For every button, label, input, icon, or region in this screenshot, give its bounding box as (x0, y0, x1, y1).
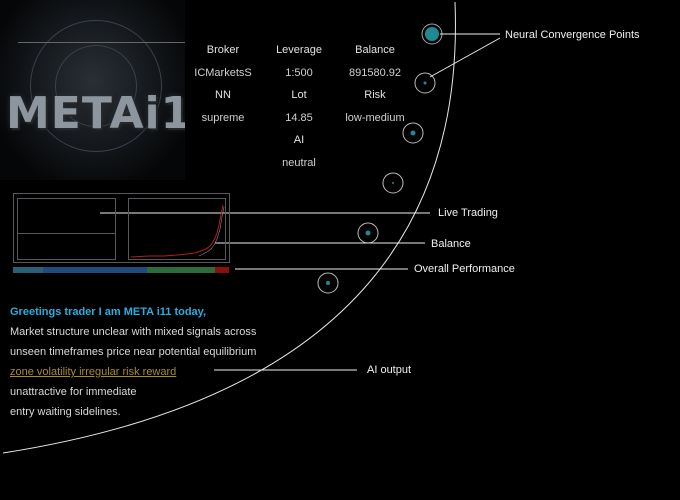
performance-segment-teal (13, 267, 43, 273)
performance-segment-blue (43, 267, 147, 273)
neural-point-4[interactable] (382, 172, 404, 194)
nn-value: supreme (201, 112, 245, 124)
lot-value: 14.85 (285, 112, 313, 124)
broker-value: ICMarketsS (194, 67, 252, 79)
neural-point-1[interactable] (421, 23, 443, 45)
neural-leader-line-b (429, 37, 501, 78)
neural-point-2[interactable] (414, 72, 436, 94)
live-trading-chart (17, 198, 116, 260)
lot-field: Lot 14.85 (259, 89, 339, 124)
balance-value: 891580.92 (349, 67, 401, 79)
nn-label: NN (215, 89, 231, 101)
broker-label: Broker (206, 44, 240, 56)
logo-ring (30, 20, 162, 152)
overall-performance-label: Overall Performance (414, 263, 515, 275)
neural-convergence-label: Neural Convergence Points (505, 29, 640, 41)
live-trading-label: Live Trading (438, 207, 498, 219)
risk-value: low-medium (345, 112, 405, 124)
nn-field: NN supreme (183, 89, 263, 124)
balance-label: Balance (355, 44, 395, 56)
leverage-field: Leverage 1:500 (259, 44, 339, 79)
lot-label: Lot (291, 89, 307, 101)
ai-greeting: Greetings trader I am META i11 today, (10, 306, 207, 318)
live-trading-baseline (18, 233, 115, 234)
ai-label: AI (293, 134, 305, 146)
ai-value: neutral (282, 157, 316, 169)
ai-output-line-2: unseen timeframes price near potential e… (10, 346, 257, 358)
broker-field: Broker ICMarketsS (183, 44, 263, 79)
overall-performance-bar (13, 267, 229, 273)
balance-chart-label: Balance (431, 238, 471, 250)
neural-point-6[interactable] (317, 272, 339, 294)
convergence-arc (2, 1, 456, 454)
logo-ring-inner (55, 45, 137, 127)
ai-output-line-4: entry waiting sidelines. (10, 406, 121, 418)
ai-output-line-1: Market structure unclear with mixed sign… (10, 326, 257, 338)
neural-point-3[interactable] (402, 122, 424, 144)
leverage-value: 1:500 (285, 67, 313, 79)
risk-label: Risk (364, 89, 386, 101)
performance-segment-red (215, 267, 229, 273)
ai-field: AI neutral (259, 134, 339, 169)
balance-chart (128, 198, 226, 260)
charts-panel (13, 193, 230, 263)
ai-output-link[interactable]: zone volatility irregular risk reward (10, 366, 177, 378)
leverage-label: Leverage (276, 44, 322, 56)
performance-segment-green (147, 267, 215, 273)
neural-point-5[interactable] (357, 222, 379, 244)
ai-output-line-3: unattractive for immediate (10, 386, 137, 398)
logo-divider (18, 42, 185, 43)
balance-field: Balance 891580.92 (335, 44, 415, 79)
ai-output-label: AI output (367, 364, 412, 376)
balance-curve (130, 204, 225, 258)
risk-field: Risk low-medium (335, 89, 415, 124)
